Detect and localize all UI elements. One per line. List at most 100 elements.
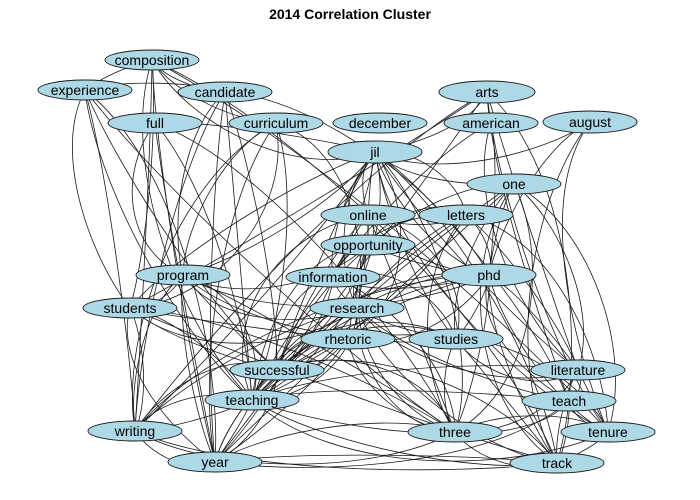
node-track: track	[509, 452, 605, 474]
node-letters: letters	[418, 204, 514, 226]
edge-august-track	[527, 121, 591, 464]
node-opportunity: opportunity	[320, 234, 416, 256]
node-curriculum: curriculum	[228, 112, 324, 134]
edge-composition-students	[129, 59, 155, 309]
node-information: information	[285, 266, 381, 288]
node-ellipse	[466, 173, 562, 195]
node-ellipse	[327, 140, 423, 164]
node-one: one	[466, 173, 562, 195]
node-ellipse	[443, 112, 539, 134]
chart-title: 2014 Correlation Cluster	[269, 6, 431, 22]
node-label: candidate	[195, 84, 256, 100]
edge-candidate-writing	[134, 91, 226, 432]
edge-curriculum-writing	[132, 122, 277, 432]
edge-jil-successful	[276, 151, 376, 371]
node-experience: experience	[37, 79, 133, 101]
node-label: research	[330, 300, 384, 316]
node-ellipse	[407, 421, 503, 443]
node-label: composition	[115, 52, 190, 68]
node-teach: teach	[521, 390, 617, 412]
node-ellipse	[107, 112, 203, 134]
edge-candidate-program	[177, 91, 226, 276]
node-label: track	[542, 455, 573, 471]
node-label: tenure	[588, 424, 628, 440]
node-rhetoric: rhetoric	[300, 328, 396, 350]
node-label: experience	[51, 82, 120, 98]
edge-program-three	[182, 274, 456, 433]
edge-jil-writing	[134, 151, 376, 432]
edge-arts-literature	[486, 91, 579, 371]
node-label: jil	[369, 144, 379, 160]
node-ellipse	[542, 110, 638, 134]
edge-full-program	[131, 122, 184, 276]
edge-students-writing	[129, 307, 144, 432]
edge-curriculum-program	[182, 122, 277, 276]
node-ellipse	[438, 80, 536, 104]
edge-teaching-tenure	[251, 399, 609, 462]
node-label: american	[462, 115, 520, 131]
node-ellipse	[309, 297, 405, 319]
node-teaching: teaching	[204, 389, 300, 411]
node-ellipse	[521, 390, 617, 412]
node-ellipse	[285, 266, 381, 288]
edge-program-successful	[182, 274, 278, 371]
node-writing: writing	[87, 420, 183, 442]
edge-writing-three	[134, 430, 456, 465]
node-ellipse	[332, 112, 428, 134]
node-ellipse	[320, 234, 416, 256]
edge-american-literature	[483, 122, 579, 371]
edge-experience-teaching	[84, 89, 253, 401]
node-arts: arts	[438, 80, 536, 104]
node-ellipse	[320, 204, 416, 226]
edge-curriculum-year	[208, 122, 277, 463]
node-label: successful	[244, 362, 309, 378]
node-label: online	[349, 207, 387, 223]
edge-candidate-teaching	[224, 91, 253, 401]
edge-phd-writing	[134, 274, 490, 432]
node-ellipse	[82, 297, 178, 319]
node-label: program	[157, 267, 209, 283]
edge-experience-three	[84, 89, 456, 433]
edge-arts-teach	[486, 91, 570, 402]
edge-letters-literature	[465, 214, 579, 371]
node-candidate: candidate	[177, 81, 273, 103]
node-label: writing	[114, 423, 155, 439]
node-label: letters	[447, 207, 485, 223]
edge-program-year	[181, 274, 216, 463]
node-label: students	[104, 300, 157, 316]
node-ellipse	[167, 451, 263, 473]
node-online: online	[320, 204, 416, 226]
edge-jil-three	[374, 151, 463, 433]
edge-writing-track	[134, 430, 558, 471]
node-ellipse	[228, 112, 324, 134]
node-ellipse	[104, 49, 200, 71]
edge-successful-track	[276, 359, 558, 464]
node-ellipse	[530, 359, 626, 381]
edge-full-three	[154, 122, 456, 433]
node-research: research	[309, 297, 405, 319]
node-ellipse	[560, 421, 656, 443]
node-label: teaching	[226, 392, 279, 408]
edge-phd-tenure	[488, 274, 609, 433]
edge-composition-writing	[134, 59, 153, 432]
edge-experience-students	[72, 89, 131, 309]
node-ellipse	[204, 389, 300, 411]
edge-rhetoric-three	[347, 338, 456, 433]
node-ellipse	[87, 420, 183, 442]
node-august: august	[542, 110, 638, 134]
edge-letters-three	[427, 214, 467, 433]
edge-experience-successful	[84, 89, 278, 371]
edge-jil-year	[214, 151, 376, 463]
node-ellipse	[177, 81, 273, 103]
node-students: students	[82, 297, 178, 319]
node-ellipse	[441, 263, 537, 287]
edge-jil-students	[129, 151, 376, 309]
node-composition: composition	[104, 49, 200, 71]
node-jil: jil	[327, 140, 423, 164]
node-label: year	[201, 454, 229, 470]
node-label: arts	[475, 84, 498, 100]
node-ellipse	[509, 452, 605, 474]
edge-students-year	[126, 307, 216, 463]
node-label: august	[569, 114, 611, 130]
edge-one-studies	[454, 183, 515, 340]
